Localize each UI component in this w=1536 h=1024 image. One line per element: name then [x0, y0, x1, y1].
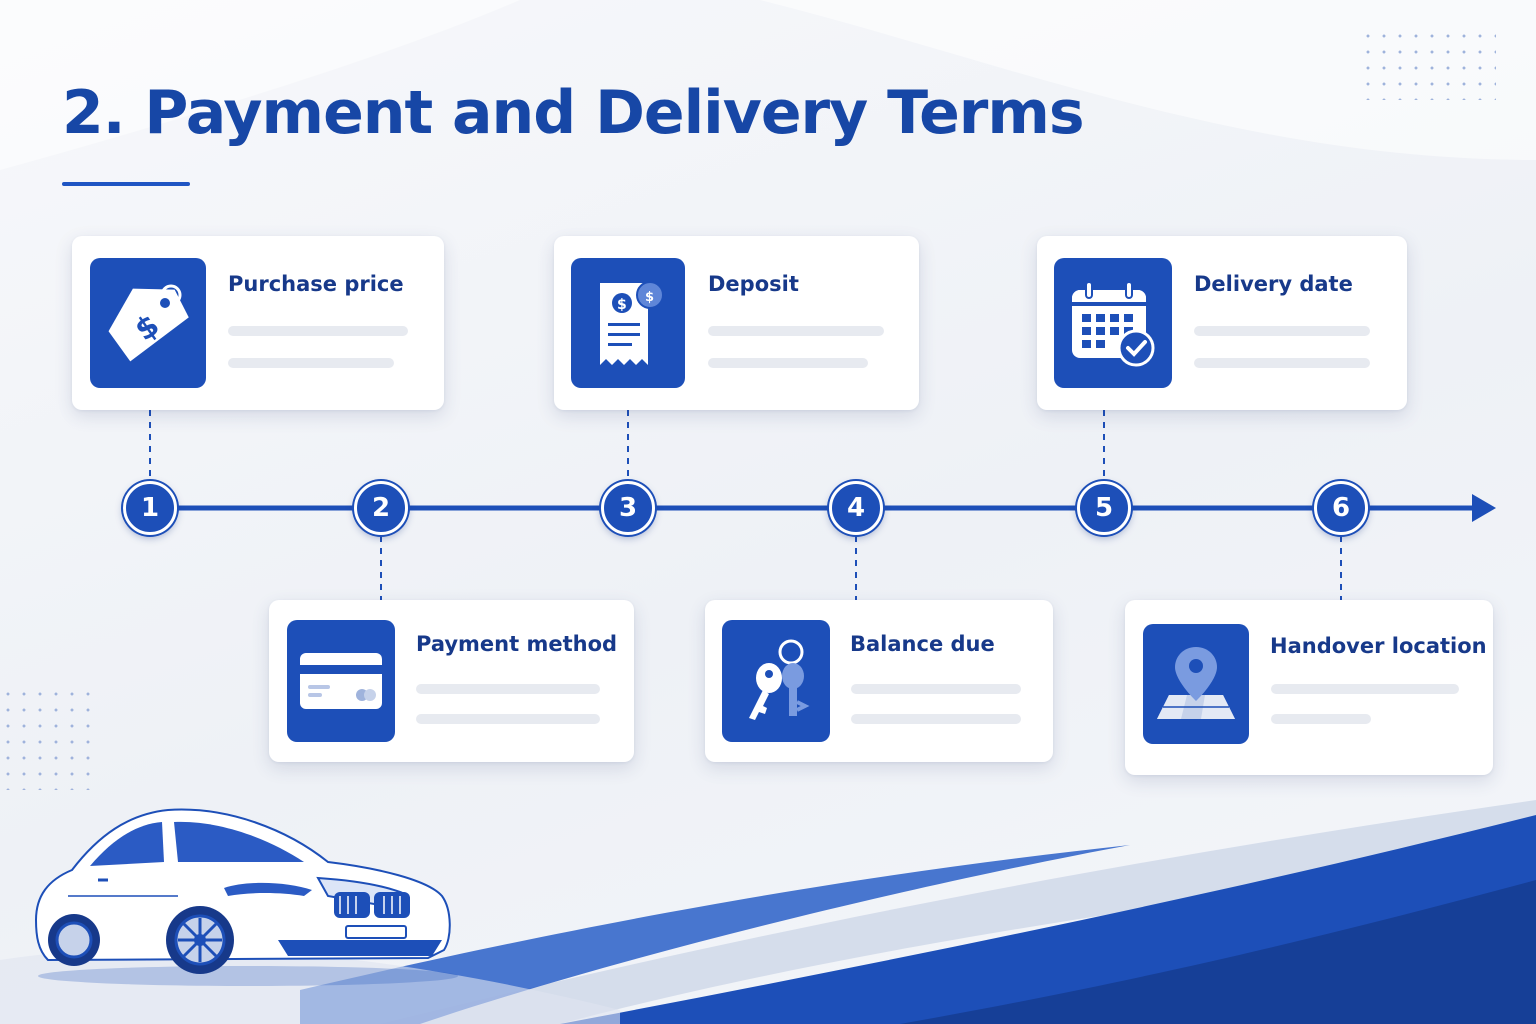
card-label: Purchase price — [228, 272, 404, 296]
placeholder-line — [851, 684, 1021, 694]
step-node-1: 1 — [123, 481, 177, 535]
placeholder-line — [708, 326, 884, 336]
placeholder-line — [416, 714, 600, 724]
dot-grid-top-right — [1360, 28, 1496, 100]
step-node-2: 2 — [354, 481, 408, 535]
calendar-check-icon — [1054, 258, 1172, 388]
timeline-arrowhead — [1472, 494, 1496, 522]
receipt-icon: $ $ — [571, 258, 685, 388]
price-tag-icon: $ — [90, 258, 206, 388]
car-illustration — [34, 808, 458, 986]
page-title: 2. Payment and Delivery Terms — [62, 78, 1085, 148]
step-node-5: 5 — [1077, 481, 1131, 535]
step-card-payment-method: Payment method — [269, 600, 634, 762]
placeholder-line — [1271, 714, 1371, 724]
card-label: Balance due — [850, 632, 995, 656]
placeholder-line — [1271, 684, 1459, 694]
step-card-delivery-date: Delivery date — [1037, 236, 1407, 410]
step-node-6: 6 — [1314, 481, 1368, 535]
step-card-balance-due: Balance due — [705, 600, 1053, 762]
placeholder-line — [1194, 358, 1370, 368]
card-label: Payment method — [416, 632, 618, 656]
step-node-4: 4 — [829, 481, 883, 535]
svg-text:$: $ — [617, 297, 627, 313]
placeholder-line — [416, 684, 600, 694]
step-card-purchase-price: $ Purchase price — [72, 236, 444, 410]
placeholder-line — [1194, 326, 1370, 336]
car-keys-icon — [722, 620, 830, 742]
card-label: Delivery date — [1194, 272, 1353, 296]
title-underline — [62, 182, 190, 186]
svg-text:$: $ — [645, 290, 654, 305]
placeholder-line — [851, 714, 1021, 724]
credit-card-icon — [287, 620, 395, 742]
card-label: Deposit — [708, 272, 799, 296]
light-swoosh — [380, 800, 1536, 1024]
step-card-deposit: $ $ Deposit — [554, 236, 919, 410]
placeholder-line — [228, 326, 408, 336]
blue-swoosh-thin — [300, 845, 1130, 1024]
placeholder-line — [228, 358, 394, 368]
card-label: Handover location — [1270, 634, 1487, 658]
step-node-3: 3 — [601, 481, 655, 535]
dot-grid-left — [0, 686, 92, 790]
step-card-handover-location: Handover location — [1125, 600, 1493, 775]
placeholder-line — [708, 358, 868, 368]
map-pin-icon — [1143, 624, 1249, 744]
